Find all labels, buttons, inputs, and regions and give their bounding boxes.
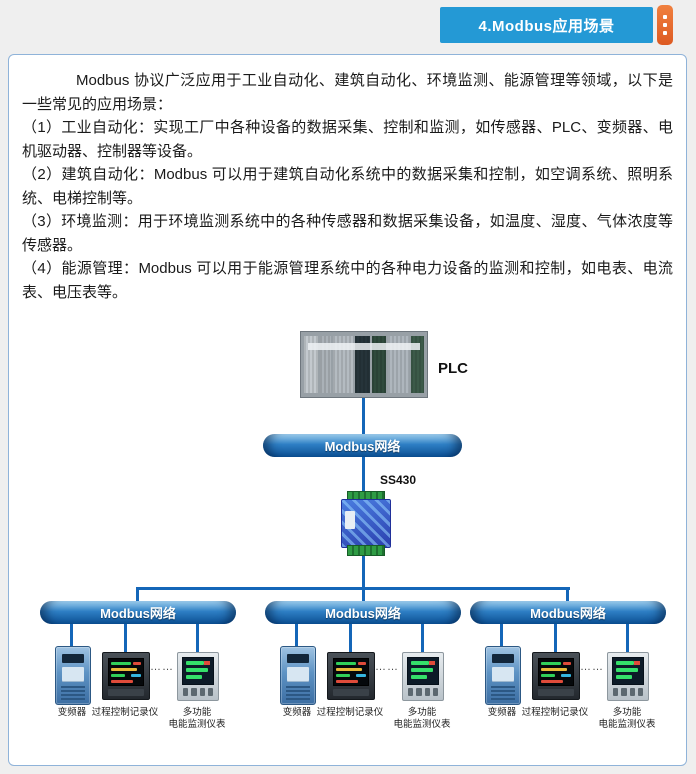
plc-module <box>332 336 354 393</box>
recorder-device <box>532 652 580 700</box>
inverter-label: 变频器 <box>282 707 312 718</box>
article-text: Modbus 协议广泛应用于工业自动化、建筑自动化、环境监测、能源管理等领域，以… <box>9 55 686 304</box>
menu-dot <box>663 31 667 35</box>
modbus-segment-3: Modbus网络 …… 变频器 过程控制记录仪 多功能 电能监 <box>470 601 666 733</box>
section-tab-label: 4.Modbus应用场景 <box>478 17 615 35</box>
recorder-screen <box>108 658 144 686</box>
gateway-label: SS430 <box>380 473 417 487</box>
modbus-bus-segment: Modbus网络 <box>265 601 461 624</box>
recorder-label: 过程控制记录仪 <box>521 707 589 718</box>
connector-line <box>124 624 127 652</box>
inverter-screen <box>492 654 514 663</box>
inverter-label: 变频器 <box>487 707 517 718</box>
ellipsis: …… <box>375 661 399 673</box>
meter-label: 多功能 电能监测仪表 <box>598 707 656 730</box>
connector-line <box>295 624 298 648</box>
inverter-keypad <box>287 667 309 681</box>
modbus-bus-segment-label: Modbus网络 <box>530 606 606 621</box>
inverter-vents <box>491 686 515 700</box>
plc-device <box>300 331 428 398</box>
paragraph-intro: Modbus 协议广泛应用于工业自动化、建筑自动化、环境监测、能源管理等领域，以… <box>22 72 673 113</box>
recorder-screen <box>333 658 369 686</box>
inverter-device <box>280 646 316 705</box>
recorder-label: 过程控制记录仪 <box>316 707 384 718</box>
plc-module <box>371 336 386 393</box>
terminal-block <box>347 545 385 556</box>
recorder-screen <box>538 658 574 686</box>
recorder-base <box>108 689 144 696</box>
connector-line <box>500 624 503 648</box>
meter-buttons <box>408 688 438 696</box>
recorder-label: 过程控制记录仪 <box>91 707 159 718</box>
connector-line <box>554 624 557 652</box>
meter-buttons <box>613 688 643 696</box>
paragraph-item-1: （1）工业自动化：实现工厂中各种设备的数据采集、控制和监测，如传感器、PLC、变… <box>22 119 673 160</box>
plc-module <box>387 336 409 393</box>
plc-module <box>304 336 319 393</box>
menu-dot <box>663 15 667 19</box>
connector-line <box>137 587 570 590</box>
inverter-keypad <box>492 667 514 681</box>
meter-device <box>177 652 219 701</box>
recorder-base <box>538 689 574 696</box>
meter-device <box>402 652 444 701</box>
plc-module <box>320 336 331 393</box>
menu-dot <box>663 23 667 27</box>
ellipsis: …… <box>150 661 174 673</box>
connector-line <box>362 556 365 603</box>
meter-device <box>607 652 649 701</box>
section-tab[interactable]: 4.Modbus应用场景 <box>440 7 653 43</box>
recorder-base <box>333 689 369 696</box>
meter-display <box>182 657 214 685</box>
inverter-vents <box>286 686 310 700</box>
connector-line <box>196 624 199 652</box>
meter-display <box>612 657 644 685</box>
paragraph-item-2: （2）建筑自动化：Modbus 可以用于建筑自动化系统中的数据采集和控制，如空调… <box>22 166 673 207</box>
modbus-bus-segment-label: Modbus网络 <box>325 606 401 621</box>
plc-module <box>410 336 424 393</box>
connector-line <box>362 398 365 434</box>
modbus-segment-1: Modbus网络 …… 变频器 过程控制记录仪 多功能 电能监 <box>40 601 236 733</box>
inverter-keypad <box>62 667 84 681</box>
gateway-device <box>341 491 391 556</box>
connector-line <box>70 624 73 648</box>
connector-line <box>349 624 352 652</box>
gateway-sticker <box>345 511 355 529</box>
meter-display <box>407 657 439 685</box>
connector-line <box>421 624 424 652</box>
plc-module <box>355 336 370 393</box>
menu-icon[interactable] <box>657 5 673 45</box>
connector-line <box>626 624 629 652</box>
connector-line <box>136 587 139 603</box>
meter-buttons <box>183 688 213 696</box>
paragraph-item-3: （3）环境监测：用于环境监测系统中的各种传感器和数据采集设备，如温度、湿度、气体… <box>22 213 673 254</box>
connector-line <box>362 457 365 492</box>
modbus-bus-main: Modbus网络 <box>263 434 462 457</box>
connector-line <box>566 587 569 603</box>
inverter-vents <box>61 686 85 700</box>
recorder-device <box>102 652 150 700</box>
modbus-bus-main-label: Modbus网络 <box>324 439 401 454</box>
inverter-screen <box>287 654 309 663</box>
ellipsis: …… <box>580 661 604 673</box>
modbus-segment-2: Modbus网络 …… 变频器 过程控制记录仪 多功能 电能监 <box>265 601 461 733</box>
meter-label: 多功能 电能监测仪表 <box>168 707 226 730</box>
inverter-device <box>485 646 521 705</box>
modbus-bus-segment-label: Modbus网络 <box>100 606 176 621</box>
plc-label: PLC <box>438 360 468 377</box>
paragraph-item-4: （4）能源管理：Modbus 可以用于能源管理系统中的各种电力设备的监测和控制，… <box>22 260 673 301</box>
inverter-label: 变频器 <box>57 707 87 718</box>
inverter-screen <box>62 654 84 663</box>
modbus-bus-segment: Modbus网络 <box>470 601 666 624</box>
meter-label: 多功能 电能监测仪表 <box>393 707 451 730</box>
recorder-device <box>327 652 375 700</box>
content-panel: Modbus 协议广泛应用于工业自动化、建筑自动化、环境监测、能源管理等领域，以… <box>8 54 687 766</box>
modbus-bus-segment: Modbus网络 <box>40 601 236 624</box>
inverter-device <box>55 646 91 705</box>
